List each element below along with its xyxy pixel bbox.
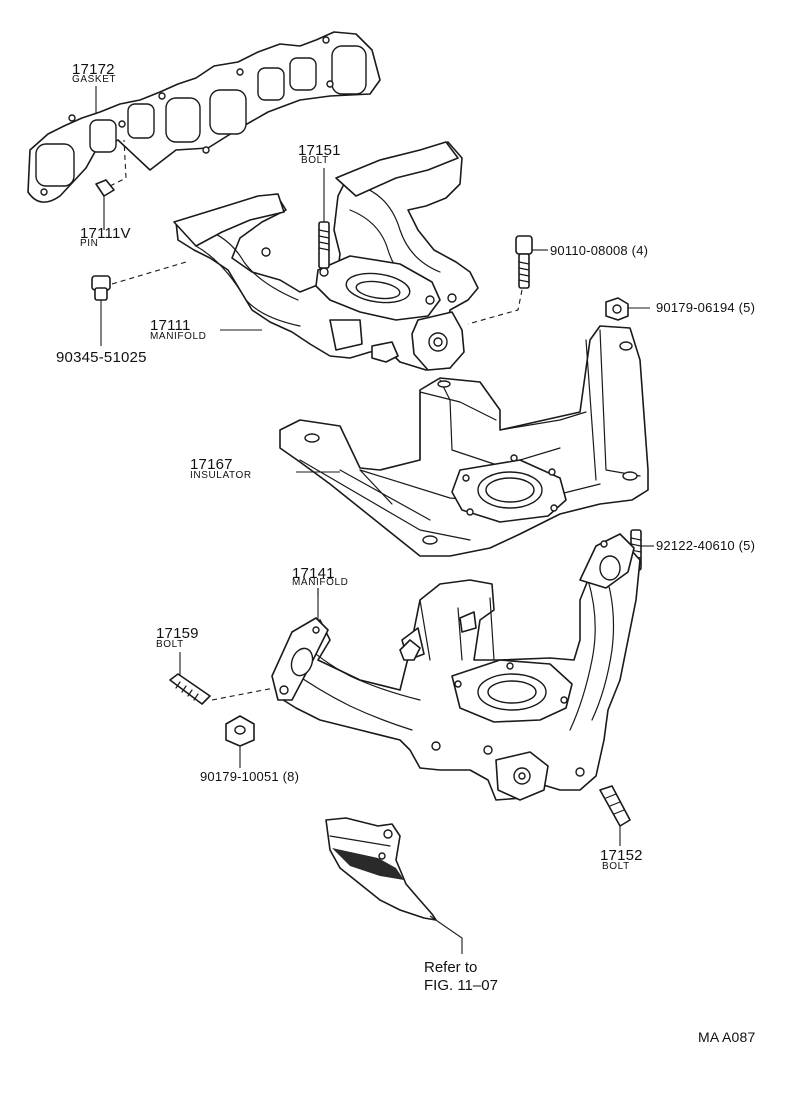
plug-90345-drawing bbox=[91, 261, 187, 346]
insulator-part-name: INSULATOR bbox=[190, 470, 252, 481]
bolt-17159-drawing bbox=[169, 652, 275, 705]
nut-90179-06194-part-number: 90179-06194 (5) bbox=[656, 300, 756, 315]
insulator-part-number: 17167 bbox=[190, 456, 233, 473]
leader-lines bbox=[95, 86, 319, 596]
stud-92122-part-number: 92122-40610 (5) bbox=[656, 538, 756, 553]
lower-manifold-part-number: 17141 bbox=[292, 565, 335, 582]
pin-drawing bbox=[95, 139, 127, 197]
gasket-drawing bbox=[27, 31, 381, 203]
upper-manifold-part-number: 17111 bbox=[150, 317, 191, 334]
pin-part-name: PIN bbox=[80, 238, 99, 249]
bolt-17152-part-number: 17152 bbox=[600, 847, 643, 864]
insulator-drawing bbox=[279, 325, 649, 557]
lower-manifold-drawing bbox=[271, 533, 641, 801]
bolt-17151-part-name: BOLT bbox=[301, 155, 329, 166]
nut-90179-06194-drawing bbox=[605, 297, 650, 321]
reference-line-1: Refer to bbox=[424, 959, 478, 976]
bolt-17152-drawing bbox=[599, 785, 631, 846]
lower-manifold-part-name: MANIFOLD bbox=[292, 577, 349, 588]
nut-90179-10051-part-number: 90179-10051 (8) bbox=[200, 769, 300, 784]
bolt-17151-part-number: 17151 bbox=[298, 142, 341, 159]
bolt-90110-drawing bbox=[467, 235, 548, 325]
diagram-code: MA A087 bbox=[698, 1029, 756, 1045]
plug-90345-part-number: 90345-51025 bbox=[56, 349, 147, 366]
gasket-part-number: 17172 bbox=[72, 61, 115, 78]
bolt-17151-drawing bbox=[318, 168, 330, 269]
bolt-17159-part-name: BOLT bbox=[156, 639, 184, 650]
bolt-17159-part-number: 17159 bbox=[156, 625, 199, 642]
bolt-17152-part-name: BOLT bbox=[602, 861, 630, 872]
pin-part-number: 17111V bbox=[80, 225, 131, 242]
upper-manifold-drawing bbox=[173, 141, 479, 371]
gasket-part-name: GASKET bbox=[72, 74, 117, 85]
upper-manifold-part-name: MANIFOLD bbox=[150, 331, 207, 342]
bolt-90110-part-number: 90110-08008 (4) bbox=[550, 243, 649, 258]
heat-shield-drawing bbox=[325, 817, 463, 954]
nut-90179-10051-drawing bbox=[225, 715, 255, 768]
reference-line-2: FIG. 11–07 bbox=[424, 977, 498, 994]
